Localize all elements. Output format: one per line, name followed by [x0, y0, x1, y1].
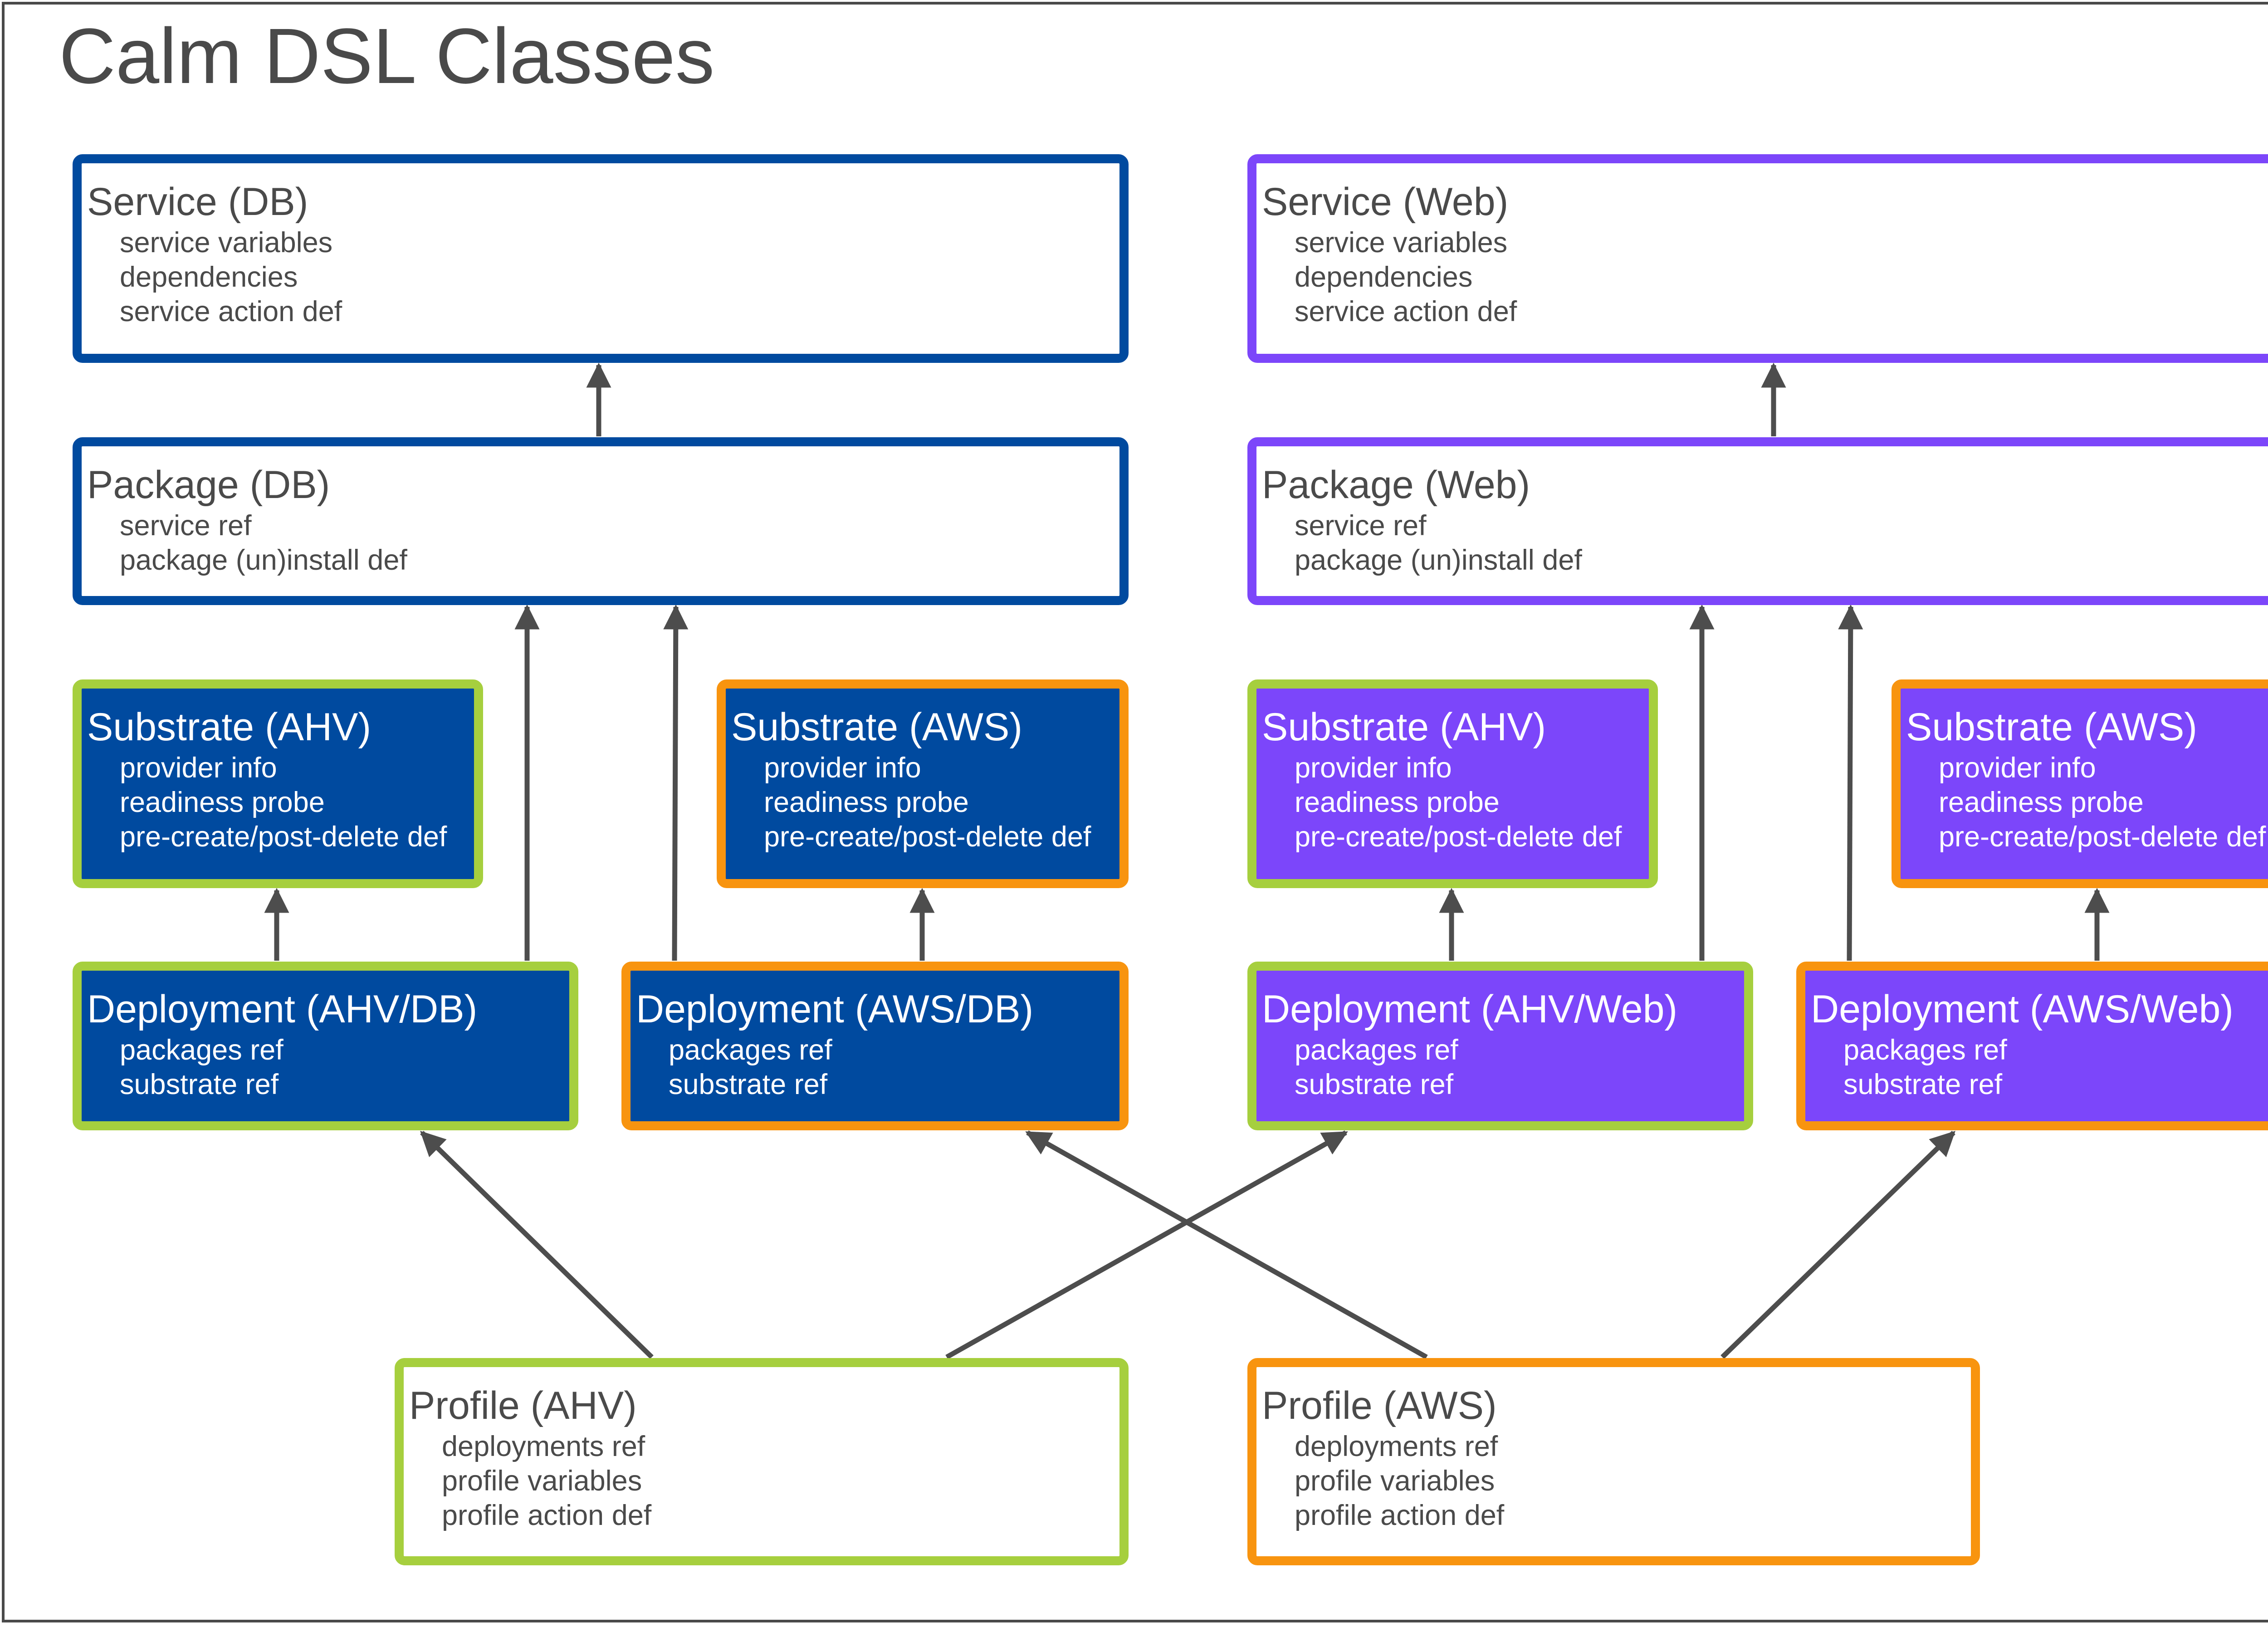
- substrate-ahv-web-title: Substrate (AHV): [1262, 705, 1546, 749]
- service-db-field: service action def: [120, 296, 342, 328]
- arrow-profile-aws-to-deployment-aws-web: [1721, 1131, 1955, 1359]
- substrate-ahv-db-field: pre-create/post-delete def: [120, 821, 447, 853]
- deployment-ahv-db-field: packages ref: [120, 1034, 284, 1066]
- package-db-field: service ref: [120, 510, 252, 542]
- service-db-field: service variables: [120, 227, 333, 259]
- deployment-aws-db-title: Deployment (AWS/DB): [636, 987, 1034, 1031]
- deployment-aws-web-field: packages ref: [1843, 1034, 2007, 1066]
- package-db-field: package (un)install def: [120, 544, 407, 577]
- profile-aws-title: Profile (AWS): [1262, 1384, 1497, 1427]
- profile-ahv-field: deployments ref: [442, 1431, 645, 1463]
- package-web-field: service ref: [1295, 510, 1427, 542]
- substrate-ahv-web-field: pre-create/post-delete def: [1295, 821, 1622, 853]
- substrate-aws-web-field: readiness probe: [1939, 787, 2144, 819]
- profile-ahv-field: profile variables: [442, 1465, 642, 1497]
- arrow-profile-aws-to-deployment-aws-db: [1025, 1130, 1428, 1359]
- deployment-aws-db-field: substrate ref: [669, 1069, 828, 1101]
- service-web-title: Service (Web): [1262, 180, 1509, 224]
- arrow-profile-ahv-to-deployment-ahv-web: [945, 1130, 1348, 1359]
- arrow-deployment-aws-web-to-package-web: [1838, 604, 1863, 961]
- package-db-title: Package (DB): [87, 463, 330, 507]
- deployment-ahv-db-title: Deployment (AHV/DB): [87, 987, 478, 1031]
- service-web-field: service variables: [1295, 227, 1508, 259]
- package-web-field: package (un)install def: [1295, 544, 1582, 577]
- deployment-ahv-db-field: substrate ref: [120, 1069, 279, 1101]
- profile-aws-field: deployments ref: [1295, 1431, 1498, 1463]
- service-db-title: Service (DB): [87, 180, 308, 224]
- substrate-aws-db-field: readiness probe: [764, 787, 969, 819]
- diagram-title: Calm DSL Classes: [59, 12, 715, 100]
- deployment-aws-web-field: substrate ref: [1843, 1069, 2003, 1101]
- substrate-aws-web-field: provider info: [1939, 752, 2096, 784]
- deployment-ahv-web-field: substrate ref: [1295, 1069, 1454, 1101]
- deployment-aws-db-field: packages ref: [669, 1034, 832, 1066]
- profile-ahv-field: profile action def: [442, 1500, 652, 1532]
- substrate-ahv-db-title: Substrate (AHV): [87, 705, 371, 749]
- arrow-deployment-aws-db-to-package-db: [663, 604, 689, 961]
- substrate-aws-db-title: Substrate (AWS): [731, 705, 1022, 749]
- substrate-aws-web-title: Substrate (AWS): [1906, 705, 2197, 749]
- substrate-ahv-db-field: readiness probe: [120, 787, 325, 819]
- substrate-ahv-web-field: readiness probe: [1295, 787, 1500, 819]
- substrate-aws-db-field: provider info: [764, 752, 921, 784]
- service-web-field: service action def: [1295, 296, 1517, 328]
- substrate-ahv-web-field: provider info: [1295, 752, 1452, 784]
- profile-aws-field: profile action def: [1295, 1500, 1505, 1532]
- package-web-title: Package (Web): [1262, 463, 1530, 507]
- substrate-aws-db-field: pre-create/post-delete def: [764, 821, 1091, 853]
- substrate-ahv-db-field: provider info: [120, 752, 277, 784]
- substrate-aws-web-field: pre-create/post-delete def: [1939, 821, 2266, 853]
- profile-ahv-title: Profile (AHV): [409, 1384, 637, 1427]
- profile-aws-field: profile variables: [1295, 1465, 1495, 1497]
- deployment-ahv-web-field: packages ref: [1295, 1034, 1458, 1066]
- service-web-field: dependencies: [1295, 261, 1473, 293]
- deployment-ahv-web-title: Deployment (AHV/Web): [1262, 987, 1678, 1031]
- deployment-aws-web-title: Deployment (AWS/Web): [1811, 987, 2234, 1031]
- arrow-profile-ahv-to-deployment-ahv-db: [420, 1131, 654, 1359]
- service-db-field: dependencies: [120, 261, 298, 293]
